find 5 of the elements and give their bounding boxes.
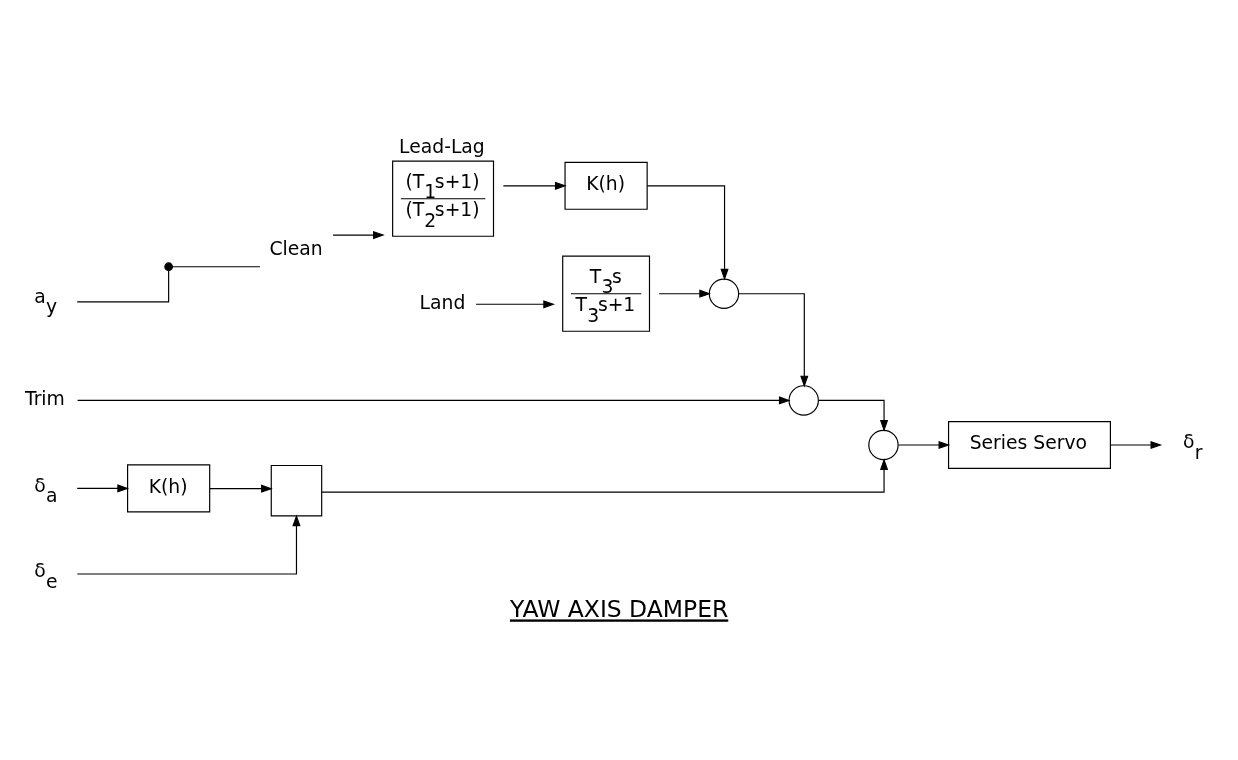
node-text: Trim	[24, 387, 65, 409]
node-text: Land	[419, 291, 466, 313]
node-text: Clean	[269, 237, 323, 259]
node-label: Lead-Lag	[399, 135, 485, 157]
caption: YAW AXIS DAMPER	[509, 594, 729, 623]
